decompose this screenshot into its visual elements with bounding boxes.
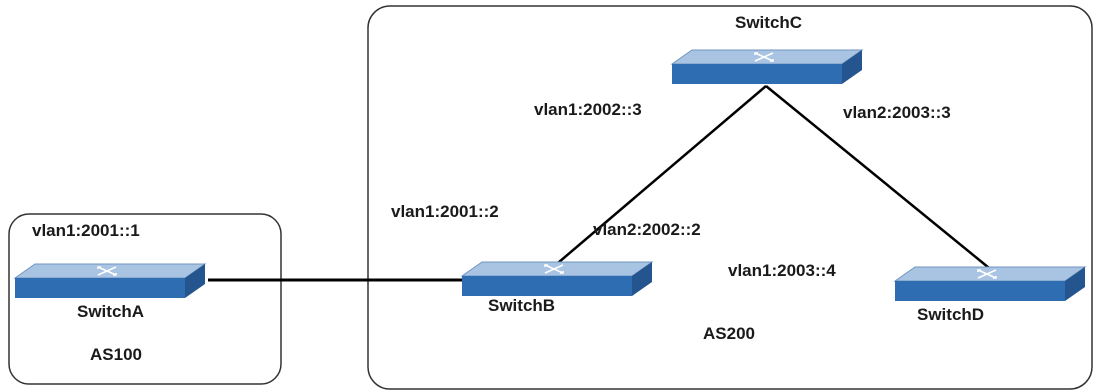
switchb-name: SwitchB	[488, 296, 556, 315]
link-c-d	[765, 85, 995, 273]
switch-icon	[894, 266, 1086, 302]
as100-boundary	[8, 213, 282, 385]
as200-label: AS200	[703, 324, 755, 343]
switchc-iface-left-label: vlan1:2002::3	[534, 100, 642, 119]
switch-icon	[671, 49, 863, 85]
switchb-iface-right-label: vlan2:2002::2	[593, 220, 701, 239]
switcha-name: SwitchA	[77, 302, 145, 321]
switcha-iface-label: vlan1:2001::1	[32, 221, 140, 240]
switchb-iface-left-label: vlan1:2001::2	[391, 202, 499, 221]
link-b-c	[551, 85, 767, 269]
switch-icon	[461, 261, 653, 297]
switchc-iface-right-label: vlan2:2003::3	[843, 103, 951, 122]
switchc-name: SwitchC	[735, 13, 803, 32]
as100-label: AS100	[90, 345, 142, 364]
switchd-name: SwitchD	[917, 305, 985, 324]
switch-icon	[14, 263, 206, 299]
as200-boundary	[367, 5, 1093, 390]
switchd-iface-label: vlan1:2003::4	[728, 261, 836, 280]
